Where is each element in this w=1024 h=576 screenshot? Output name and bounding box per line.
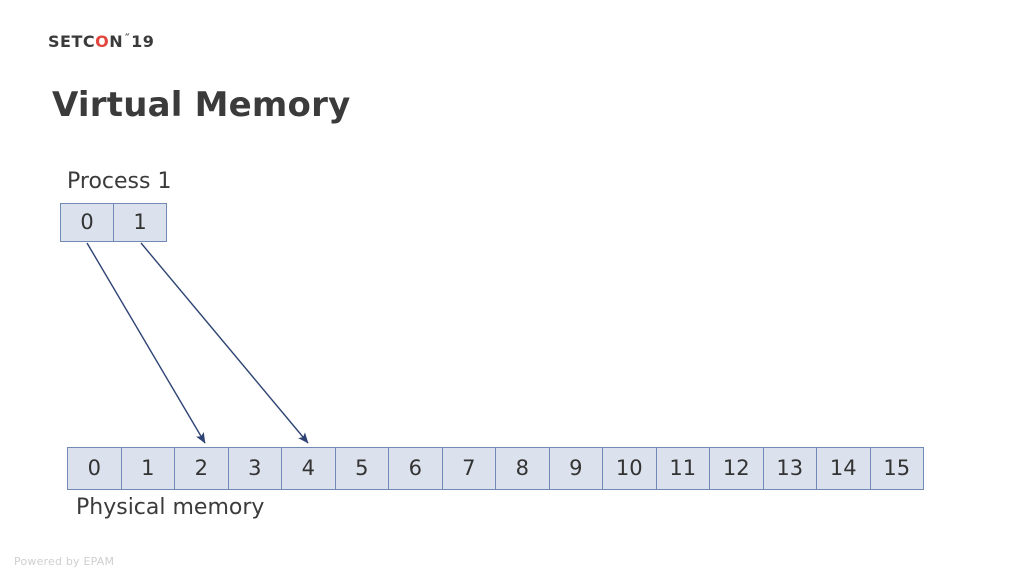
physical-frame-cell-7: 7 bbox=[441, 447, 496, 490]
physical-frame-cell-4: 4 bbox=[281, 447, 336, 490]
page-title: Virtual Memory bbox=[52, 85, 351, 125]
physical-memory-label: Physical memory bbox=[76, 495, 265, 520]
physical-frame-cell-0: 0 bbox=[67, 447, 122, 490]
physical-frame-cell-1: 1 bbox=[120, 447, 175, 490]
physical-frame-cell-3: 3 bbox=[227, 447, 282, 490]
logo-tick-mark-icon: ˝ bbox=[124, 32, 131, 45]
physical-frame-cell-14: 14 bbox=[816, 447, 871, 490]
physical-frame-cell-13: 13 bbox=[762, 447, 817, 490]
physical-frame-cell-2: 2 bbox=[174, 447, 229, 490]
logo-text-part-a: SETC bbox=[48, 32, 96, 51]
physical-frame-cell-12: 12 bbox=[709, 447, 764, 490]
physical-frame-cell-9: 9 bbox=[548, 447, 603, 490]
process-page-cell-0: 0 bbox=[60, 203, 114, 242]
logo-text-part-b: N bbox=[109, 32, 124, 51]
logo-year: 19 bbox=[131, 32, 155, 51]
physical-frame-cell-6: 6 bbox=[388, 447, 443, 490]
mapping-arrow-page1-to-frame4 bbox=[140, 242, 309, 444]
physical-frame-cell-8: 8 bbox=[495, 447, 550, 490]
physical-frame-cell-11: 11 bbox=[655, 447, 710, 490]
mapping-arrow-page0-to-frame2 bbox=[86, 242, 206, 444]
footer-credit: Powered by EPAM bbox=[14, 555, 115, 568]
process-page-cell-1: 1 bbox=[113, 203, 167, 242]
process-memory-label: Process 1 bbox=[67, 169, 172, 194]
physical-frame-cell-5: 5 bbox=[334, 447, 389, 490]
physical-frame-cell-10: 10 bbox=[602, 447, 657, 490]
physical-frame-cell-15: 15 bbox=[869, 447, 924, 490]
logo-accent-o-icon: O bbox=[95, 32, 110, 51]
